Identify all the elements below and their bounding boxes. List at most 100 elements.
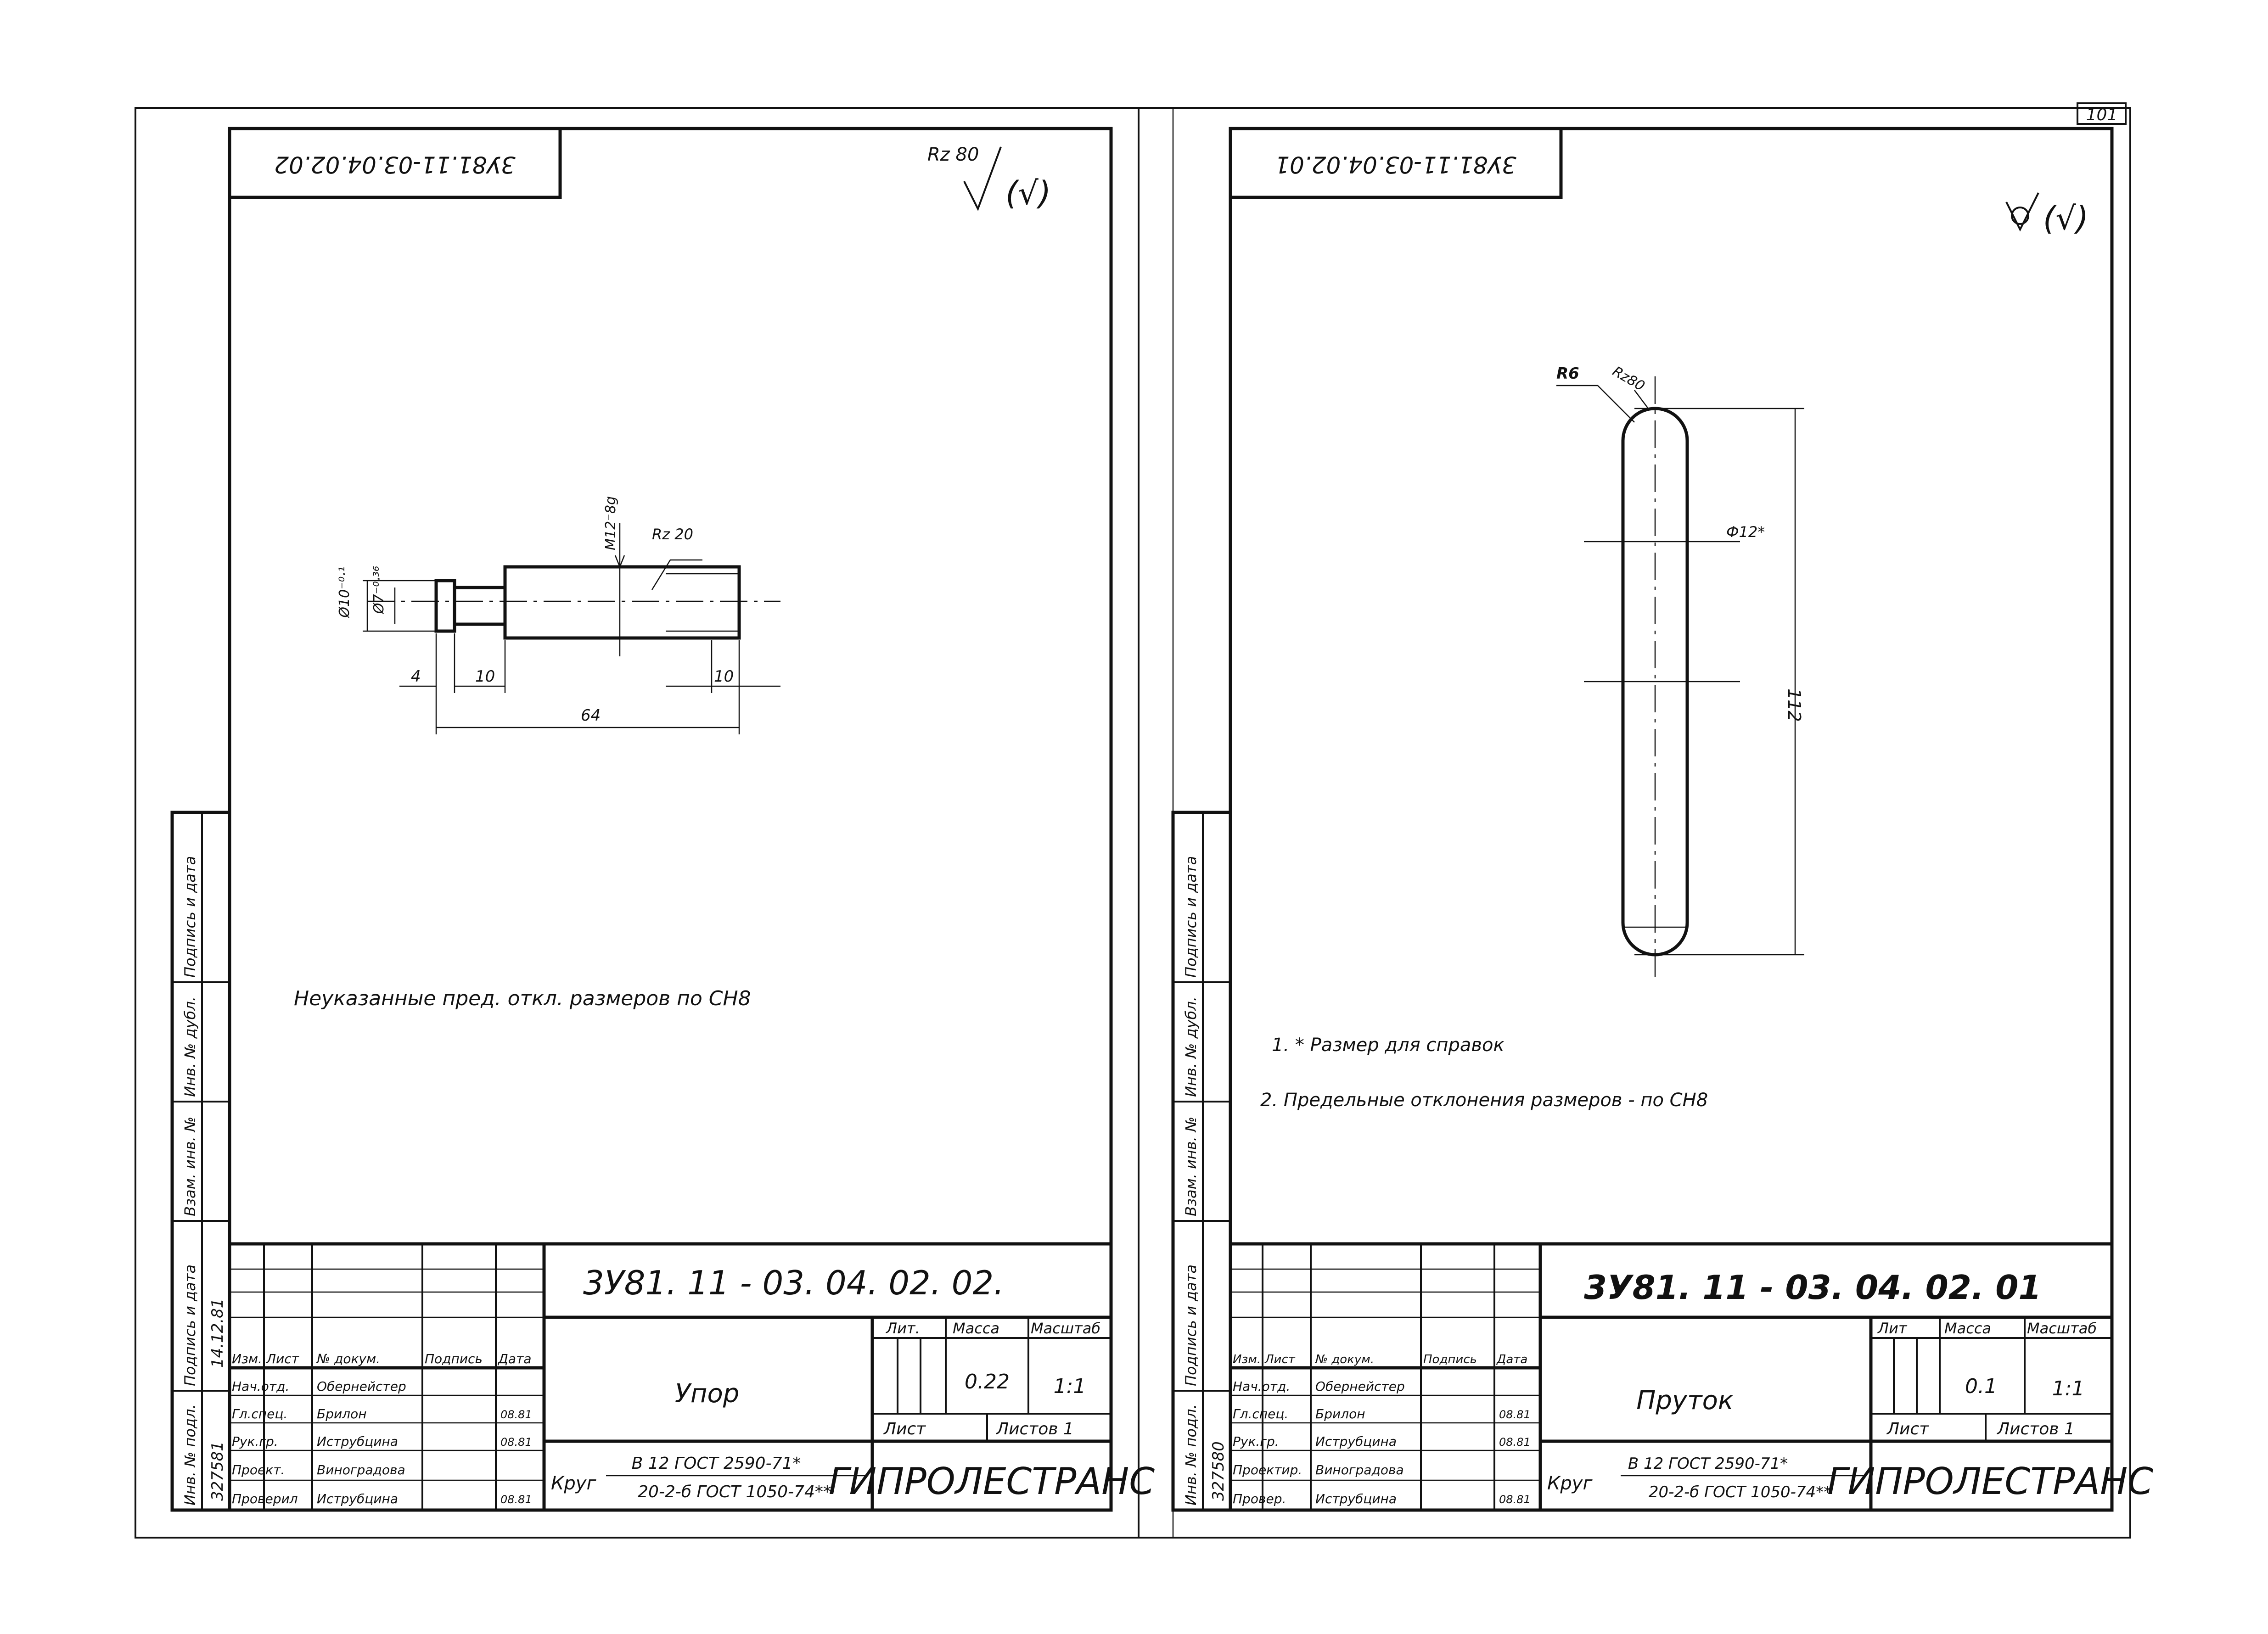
right-part-drawing: R6 Rz80 Ф12* 112	[1556, 364, 1804, 978]
left-part-neck	[453, 586, 507, 626]
tb-row-role: Нач.отд.	[1233, 1379, 1290, 1394]
tb-sheet-label: Лист	[1886, 1420, 1929, 1438]
tb-row-name: Обернейстер	[317, 1379, 406, 1394]
left-dim-4-label: 4	[411, 667, 421, 686]
tb-row-name: Иструбцина	[1315, 1491, 1397, 1506]
right-r6-leader	[1556, 385, 1635, 423]
right-side-stamp: Инв. № подл. Подпись и дата Взам. инв. №…	[1171, 811, 1232, 1512]
left-sheet: 3У81.11-03.04.02.02 Rz 80 (√)	[170, 127, 1155, 1512]
left-dim-thread-label: M12⁻8g	[603, 496, 619, 550]
left-part-drawing: Ø10⁻⁰·¹ Ø7⁻⁰·³⁶ M12⁻8g Rz 20 4 10 10 64	[337, 496, 780, 734]
tb-row-role: Гл.спец.	[1233, 1406, 1288, 1421]
tb-header-sign: Подпись	[1423, 1353, 1477, 1366]
tb-mass-value: 0.1	[1965, 1375, 1997, 1398]
tb-mass-label: Масса	[953, 1320, 999, 1337]
tb-row-name: Иструбцина	[317, 1434, 398, 1449]
left-part-head	[434, 579, 456, 633]
tb-header-date: Дата	[1496, 1353, 1527, 1366]
right-side-label-dubl: Инв. № дубл.	[1182, 996, 1200, 1097]
tb-sheets-label: Листов 1	[1996, 1420, 2075, 1438]
tb-row-name: Виноградова	[317, 1462, 405, 1477]
tb-row-name: Брилон	[317, 1406, 367, 1421]
outer-frame	[135, 107, 2131, 1539]
tb-header-date: Дата	[497, 1351, 532, 1366]
tb-row-role: Проект.	[232, 1462, 285, 1477]
right-roughness-circle-icon	[2011, 207, 2029, 225]
tb-org: ГИПРОЛЕСТРАНС	[1827, 1460, 2153, 1503]
right-roughness-suffix: (√)	[2043, 200, 2088, 237]
tb-row-name: Иструбцина	[317, 1491, 398, 1506]
tb-row-name: Обернейстер	[1315, 1379, 1405, 1394]
left-corner-code-box	[228, 127, 562, 199]
left-note: Неуказанные пред. откл. размеров по СН8	[294, 987, 751, 1010]
tb-header-doc: № докум.	[1314, 1353, 1374, 1366]
tb-mass-label: Масса	[1944, 1320, 1991, 1337]
tb-row-date: 08.81	[1499, 1493, 1531, 1506]
tb-material-top: В 12 ГОСТ 2590-71*	[1628, 1455, 1788, 1473]
tb-scale-label: Масштаб	[1031, 1320, 1100, 1337]
left-dim-64-label: 64	[581, 706, 601, 725]
tb-header-izm: Изм.	[1233, 1353, 1261, 1366]
right-note-2: 2. Предельные отклонения размеров - по С…	[1260, 1090, 1708, 1111]
right-roughness-check-icon	[2005, 192, 2039, 232]
tb-material-prefix: Круг	[1547, 1473, 1593, 1494]
right-corner-code: 3У81.11-03.04.02.01	[1275, 151, 1516, 178]
left-title-block: Изм. Лист № докум. Подпись Дата Нач.отд.…	[228, 1242, 1155, 1512]
right-side-label-inv: Инв. № подл.	[1182, 1404, 1200, 1505]
tb-row-name: Брилон	[1315, 1406, 1365, 1421]
left-roughness-mark: Rz 80	[927, 144, 979, 165]
tb-mass-value: 0.22	[965, 1370, 1010, 1393]
right-dim-112-label: 112	[1784, 688, 1804, 722]
tb-row-role: Проектир.	[1233, 1462, 1302, 1477]
left-dim-10a-label: 10	[475, 667, 495, 686]
left-side-stamp: Инв. № подл. Подпись и дата Взам. инв. №…	[170, 811, 231, 1512]
left-part-name: Упор	[675, 1379, 740, 1409]
right-title-block-frame	[1229, 1242, 2114, 1512]
left-dim-rz-label: Rz 20	[652, 526, 693, 543]
tb-row-date: 08.81	[1499, 1436, 1531, 1449]
left-roughness-check-icon	[963, 146, 1002, 212]
tb-lit-label: Лит.	[886, 1320, 920, 1337]
tb-row-role: Гл.спец.	[232, 1406, 287, 1421]
tb-header-izm: Изм.	[232, 1351, 262, 1366]
left-dim-10b-label: 10	[714, 667, 734, 686]
tb-org: ГИПРОЛЕСТРАНС	[829, 1460, 1155, 1503]
tb-row-role: Нач.отд.	[232, 1379, 289, 1394]
left-side-inv-number: 327581	[208, 1441, 227, 1501]
right-dim-rz80-label: Rz80	[1610, 364, 1647, 395]
right-part-name: Пруток	[1636, 1386, 1734, 1416]
left-arrow-icon	[614, 555, 625, 569]
right-corner-code-box	[1229, 127, 1563, 199]
tb-header-sign: Подпись	[425, 1351, 483, 1366]
right-side-stamp-frame	[1171, 811, 1232, 1512]
left-dim-d10-label: Ø10⁻⁰·¹	[337, 566, 353, 618]
tb-lit-label: Лит	[1877, 1320, 1908, 1337]
tb-row-date: 08.81	[1499, 1408, 1531, 1421]
left-part-body	[503, 565, 741, 640]
page-number: 101	[2086, 106, 2118, 124]
left-side-label-inv: Инв. № подл.	[181, 1404, 199, 1505]
tb-row-role: Рук.гр.	[1233, 1434, 1279, 1449]
tb-material-bottom: 20-2-б ГОСТ 1050-74**	[638, 1483, 831, 1501]
left-side-date: 14.12.81	[208, 1298, 227, 1368]
page-number-box	[2077, 102, 2127, 125]
left-side-label-sign2: Подпись и дата	[181, 856, 199, 978]
right-title-block: Изм. Лист № докум. Подпись Дата Нач.отд.…	[1229, 1242, 2153, 1512]
tb-row-name: Иструбцина	[1315, 1434, 1397, 1449]
tb-row-name: Виноградова	[1315, 1462, 1404, 1477]
tb-material-prefix: Круг	[551, 1473, 596, 1494]
tb-sheets-label: Листов 1	[995, 1420, 1074, 1438]
left-side-label-vzam: Взам. инв. №	[181, 1117, 199, 1216]
tb-header-doc: № докум.	[316, 1351, 380, 1366]
right-note-1: 1. * Размер для справок	[1272, 1035, 1505, 1056]
left-side-label-dubl: Инв. № дубл.	[181, 996, 199, 1097]
right-doc-code: 3У81. 11 - 03. 04. 02. 01	[1584, 1268, 2041, 1307]
right-dim-r6-label: R6	[1556, 364, 1579, 383]
left-side-label-sign: Подпись и дата	[181, 1265, 199, 1386]
left-title-block-frame	[228, 1242, 1113, 1512]
tb-header-list: Лист	[1264, 1353, 1296, 1366]
right-dim-d12-label: Ф12*	[1726, 523, 1765, 541]
right-sheet: 3У81.11-03.04.02.01 (√) R6 Rz80 Ф12* 112…	[1171, 127, 2153, 1512]
right-side-inv-number: 327580	[1209, 1441, 1228, 1501]
